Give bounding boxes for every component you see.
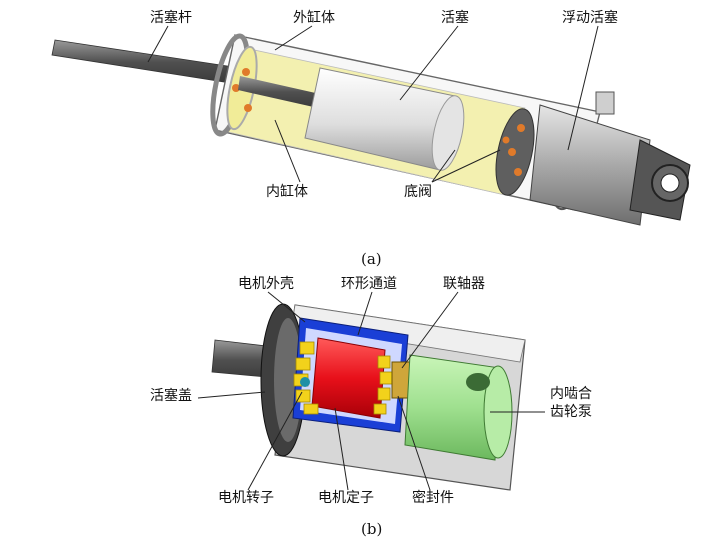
label-motor-stator: 电机定子 [318, 490, 374, 506]
mounting-eye-hole [660, 173, 680, 193]
label-seal: 密封件 [412, 490, 454, 506]
label-gear-pump-line2: 齿轮泵 [550, 404, 592, 420]
label-piston-cover: 活塞盖 [150, 388, 192, 404]
valve-fitting [595, 91, 615, 115]
label-motor-rotor: 电机转子 [218, 490, 274, 506]
valve-hole [514, 168, 522, 176]
piston-rod [51, 39, 241, 85]
label-floating-piston: 浮动活塞 [562, 10, 618, 26]
gear-pump-port [466, 373, 490, 391]
label-gear-pump-line1: 内啮合 [550, 386, 592, 402]
label-inner-cylinder: 内缸体 [266, 184, 308, 200]
label-motor-housing: 电机外壳 [238, 276, 294, 292]
label-coupling: 联轴器 [443, 276, 485, 292]
valve-hole [508, 148, 516, 156]
motor-stator [311, 337, 386, 419]
rotor-magnets [293, 341, 393, 415]
label-bottom-valve: 底阀 [404, 184, 432, 200]
valve-hole [517, 124, 525, 132]
cap-port [244, 104, 252, 112]
label-piston: 活塞 [441, 10, 469, 26]
label-outer-cylinder: 外缸体 [293, 10, 335, 26]
label-piston-rod: 活塞杆 [150, 10, 192, 26]
shock-absorber-diagram [51, 25, 691, 226]
valve-hole [502, 136, 510, 144]
rotor-core [300, 377, 310, 387]
caption-b: (b) [361, 520, 383, 538]
caption-a: (a) [361, 250, 382, 268]
leader-lines-a [147, 25, 599, 183]
leader-lines-b [197, 291, 545, 491]
inner-rod [238, 76, 320, 108]
end-housing [529, 104, 651, 226]
label-annular-channel: 环形通道 [341, 276, 397, 292]
cap-port [242, 68, 250, 76]
motor-pump-diagram [197, 291, 545, 491]
